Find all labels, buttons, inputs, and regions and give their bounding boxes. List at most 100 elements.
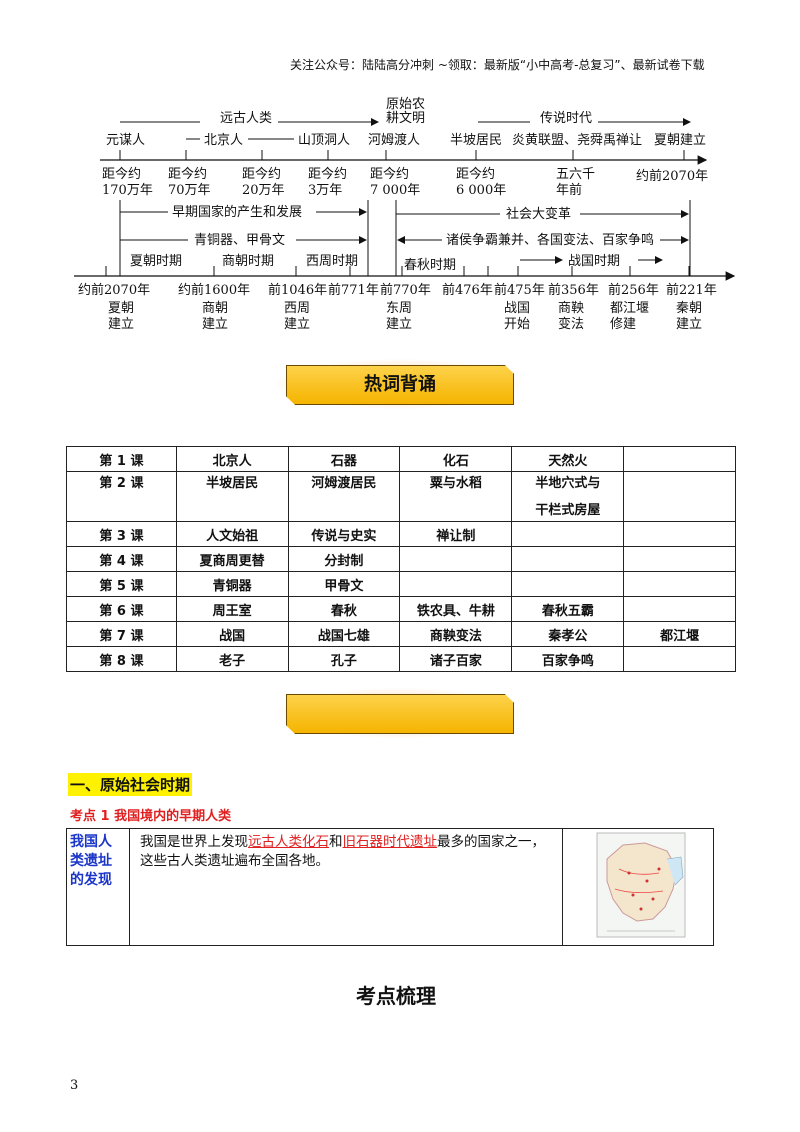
term-cell [623, 521, 736, 547]
tl-date: 前1046年 [268, 282, 327, 298]
tl-period: 春秋时期 [404, 258, 456, 273]
term-cell: 传说与史实 [287, 521, 401, 547]
text-part: 和 [329, 834, 343, 850]
term-text: 都江堰 [660, 628, 700, 644]
term-cell: 老子 [175, 646, 289, 672]
term-cell: 分封制 [287, 546, 401, 572]
tl-date: 3万年 [308, 183, 342, 198]
term-cell: 石器 [287, 446, 401, 472]
tl-middle-label: 社会大变革 [506, 206, 571, 222]
term-text: 粟与水稻 [429, 476, 482, 491]
term-cell: 战国七雄 [287, 621, 401, 647]
table-row: 第 4 课 夏商周更替 分封制 [66, 546, 736, 572]
tl-middle-label: 早期国家的产生和发展 [172, 204, 302, 220]
term-cell: 甲骨文 [287, 571, 401, 597]
kaodian-text: 我国是世界上发现远古人类化石和旧石器时代遗址最多的国家之一，这些古人类遗址遍布全… [129, 828, 563, 946]
term-cell [511, 546, 625, 572]
section-banner-empty [286, 694, 514, 734]
term-text: 石器 [330, 453, 357, 469]
tl-date: 前221年 [666, 282, 717, 298]
term-cell [623, 546, 736, 572]
label-line: 类遗址 [70, 853, 112, 869]
term-text: 干栏式房屋 [535, 503, 601, 518]
lesson-cell: 第 4 课 [66, 546, 177, 572]
tl-event: 建立 [284, 317, 310, 332]
table-row: 第 2 课半坡居民河姆渡居民粟与水稻半地穴式与干栏式房屋 [66, 471, 736, 522]
term-text: 商鞅变法 [429, 628, 482, 644]
table-row: 第 7 课战国战国七雄商鞅变法秦孝公都江堰 [66, 621, 736, 647]
tl-period: 夏朝时期 [130, 254, 182, 269]
term-cell [399, 546, 513, 572]
tl-event: 秦朝 [676, 301, 702, 316]
tl-event: 炎黄联盟、尧舜禹禅让 [512, 133, 642, 148]
key-term: 远古人类化石 [248, 834, 330, 850]
tl-event: 商朝 [202, 301, 228, 316]
tl-date: 前256年 [608, 282, 659, 298]
tl-date: 距今约 [370, 166, 409, 182]
tl-middle-label: 青铜器、甲骨文 [194, 233, 285, 248]
tl-event: 夏朝建立 [654, 133, 706, 148]
tl-date: 前475年 [494, 282, 545, 298]
term-text: 诸子百家 [429, 653, 482, 669]
kaodian-label: 我国人 类遗址 的发现 [65, 828, 131, 946]
term-text: 夏商周更替 [199, 553, 265, 569]
term-text: 铁农具、牛耕 [416, 603, 495, 619]
tl-date: 年前 [556, 182, 582, 198]
tl-event: 建立 [108, 317, 134, 332]
tl-top-label: 耕文明 [386, 110, 425, 126]
tl-event: 半坡居民 [450, 133, 502, 148]
lesson-cell: 第 5 课 [66, 571, 177, 597]
tl-event: 变法 [558, 316, 584, 332]
label-line: 的发现 [70, 872, 112, 888]
term-text: 天然火 [548, 453, 588, 469]
tl-date: 约前1600年 [178, 282, 250, 298]
term-cell: 商鞅变法 [399, 621, 513, 647]
term-cell: 天然火 [511, 446, 625, 472]
tl-top-label: 原始农 [386, 97, 425, 112]
tl-date: 距今约 [242, 166, 281, 182]
tl-date: 7 000年 [370, 183, 420, 198]
tl-event: 山顶洞人 [298, 133, 350, 148]
tl-date: 6 000年 [456, 183, 506, 198]
table-row: 第 6 课周王室春秋铁农具、牛耕春秋五霸 [66, 596, 736, 622]
term-cell: 河姆渡居民 [287, 471, 401, 522]
tl-event: 河姆渡人 [368, 132, 420, 148]
tl-date: 约前2070年 [636, 168, 708, 184]
term-text: 北京人 [212, 453, 252, 469]
term-text: 传说与史实 [311, 528, 377, 544]
term-cell: 北京人 [175, 446, 289, 472]
kaodian-heading: 考点 1 我国境内的早期人类 [70, 809, 232, 824]
key-term: 旧石器时代遗址 [342, 834, 438, 850]
table-row: 第 5 课青铜器甲骨文 [66, 571, 736, 597]
table-row: 第 3 课人文始祖传说与史实禅让制 [66, 521, 736, 547]
term-cell [511, 521, 625, 547]
tl-date: 170万年 [102, 183, 153, 198]
tl-date: 距今约 [102, 166, 141, 182]
tl-event: 建立 [386, 317, 412, 332]
tl-date: 约前2070年 [78, 282, 150, 298]
term-cell: 春秋五霸 [511, 596, 625, 622]
term-text: 人文始祖 [206, 528, 259, 544]
tl-event: 东周 [386, 301, 412, 316]
table-row: 第 8 课老子孔子诸子百家百家争鸣 [66, 646, 736, 672]
term-cell: 青铜器 [175, 571, 289, 597]
lesson-cell: 第 2 课 [66, 471, 177, 522]
tl-middle-label: 诸侯争霸兼并、各国变法、百家争鸣 [446, 232, 654, 248]
tl-period: 西周时期 [306, 254, 358, 269]
kaodian-table: 我国人 类遗址 的发现 我国是世界上发现远古人类化石和旧石器时代遗址最多的国家之… [65, 828, 714, 946]
term-cell: 都江堰 [623, 621, 736, 647]
term-cell [511, 571, 625, 597]
lesson-cell: 第 1 课 [66, 446, 177, 472]
term-cell: 秦孝公 [511, 621, 625, 647]
term-cell [623, 646, 736, 672]
lesson-cell: 第 3 课 [66, 521, 177, 547]
term-text: 战国七雄 [317, 628, 370, 644]
tl-period: 战国时期 [568, 254, 620, 269]
tl-period: 商朝时期 [222, 254, 274, 269]
term-cell: 夏商周更替 [175, 546, 289, 572]
term-cell: 孔子 [287, 646, 401, 672]
term-cell: 化石 [399, 446, 513, 472]
tl-date: 距今约 [456, 166, 495, 182]
tl-event: 商鞅 [558, 301, 584, 316]
tl-date: 距今约 [308, 166, 347, 182]
